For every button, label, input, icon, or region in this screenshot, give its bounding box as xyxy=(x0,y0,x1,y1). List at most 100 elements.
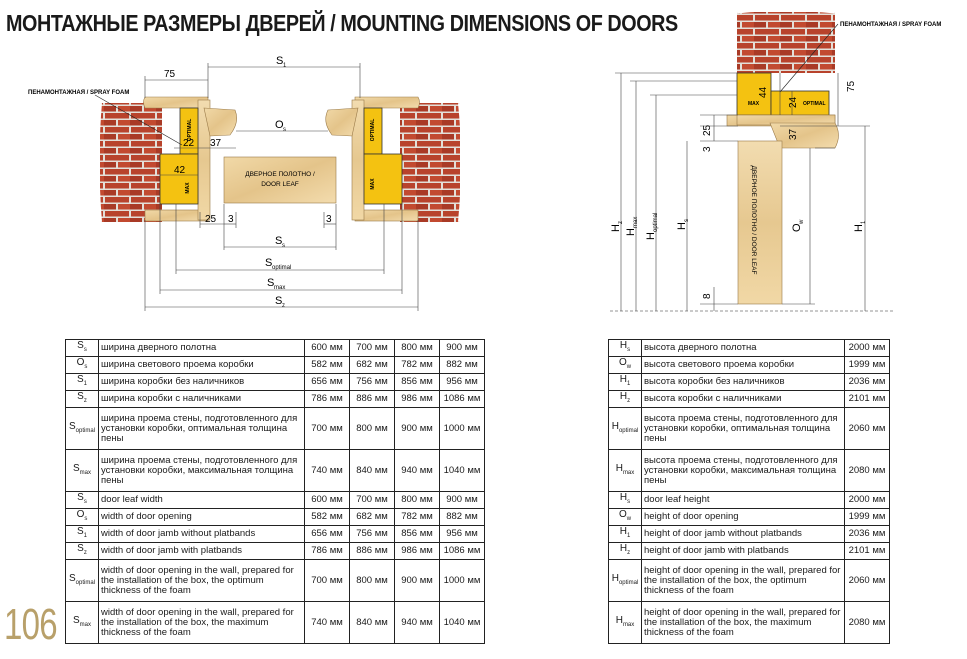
symbol-cell: Ow xyxy=(608,508,642,526)
description-cell: height of door opening in the wall, prep… xyxy=(641,559,845,602)
svg-text:OPTIMAL: OPTIMAL xyxy=(803,101,826,107)
svg-text:MAX: MAX xyxy=(748,101,760,107)
value-cell: 986 мм xyxy=(394,390,440,408)
svg-text:ДВЕРНОЕ ПОЛОТНО /: ДВЕРНОЕ ПОЛОТНО / xyxy=(245,171,315,178)
value-cell: 2101 мм xyxy=(844,542,890,560)
symbol-cell: S1 xyxy=(65,525,99,543)
value-cell: 900 мм xyxy=(394,559,440,602)
svg-text:37: 37 xyxy=(210,138,222,149)
description-cell: ширина проема стены, подготовленного для… xyxy=(98,449,305,492)
value-cell: 886 мм xyxy=(349,542,395,560)
svg-text:z: z xyxy=(618,221,624,224)
description-cell: ширина проема стены, подготовленного для… xyxy=(98,407,305,450)
value-cell: 2036 мм xyxy=(844,525,890,543)
svg-text:25: 25 xyxy=(702,124,713,136)
description-cell: height of door opening in the wall, prep… xyxy=(641,601,845,644)
value-cell: 2000 мм xyxy=(844,339,890,357)
value-cell: 856 мм xyxy=(394,373,440,391)
value-cell: 1040 мм xyxy=(439,449,485,492)
svg-text:3: 3 xyxy=(702,146,713,152)
svg-text:optimal: optimal xyxy=(272,265,291,271)
left-foam-max xyxy=(159,153,199,205)
description-cell: width of door jamb with platbands xyxy=(98,542,305,560)
symbol-cell: Os xyxy=(65,356,99,374)
value-cell: 2101 мм xyxy=(844,390,890,408)
svg-text:3: 3 xyxy=(326,214,332,225)
value-cell: 700 мм xyxy=(349,339,395,357)
symbol-cell: Hz xyxy=(608,390,642,408)
svg-text:22: 22 xyxy=(183,138,195,149)
value-cell: 682 мм xyxy=(349,508,395,526)
value-cell: 700 мм xyxy=(304,407,350,450)
value-cell: 900 мм xyxy=(439,491,485,509)
svg-text:H: H xyxy=(610,224,622,232)
symbol-cell: Sz xyxy=(65,542,99,560)
symbol-cell: Os xyxy=(65,508,99,526)
svg-text:O: O xyxy=(275,119,284,131)
door-leaf-vertical xyxy=(737,140,783,305)
value-cell: 2060 мм xyxy=(844,559,890,602)
description-cell: высота проема стены, подготовленного для… xyxy=(641,449,845,492)
spray-foam-label-left: ПЕНАМОНТАЖНАЯ / SPRAY FOAM xyxy=(28,90,129,96)
right-foam-max xyxy=(363,153,403,205)
svg-text:1: 1 xyxy=(283,63,287,69)
description-cell: door leaf height xyxy=(641,491,845,509)
symbol-cell: Hmax xyxy=(608,601,642,644)
value-cell: 1000 мм xyxy=(439,559,485,602)
symbol-cell: Hs xyxy=(608,491,642,509)
value-cell: 682 мм xyxy=(349,356,395,374)
top-foam-optimal xyxy=(770,90,830,116)
svg-text:ДВЕРНОЕ ПОЛОТНО / DOOR LEAF: ДВЕРНОЕ ПОЛОТНО / DOOR LEAF xyxy=(750,166,757,275)
value-cell: 582 мм xyxy=(304,508,350,526)
description-cell: width of door opening xyxy=(98,508,305,526)
value-cell: 2000 мм xyxy=(844,491,890,509)
svg-text:24: 24 xyxy=(788,96,799,108)
symbol-cell: Soptimal xyxy=(65,407,99,450)
value-cell: 986 мм xyxy=(394,542,440,560)
value-cell: 782 мм xyxy=(394,356,440,374)
symbol-cell: Hmax xyxy=(608,449,642,492)
right-platband-bottom xyxy=(354,209,419,222)
value-cell: 2036 мм xyxy=(844,373,890,391)
value-cell: 800 мм xyxy=(394,491,440,509)
description-cell: width of door opening in the wall, prepa… xyxy=(98,559,305,602)
svg-text:H: H xyxy=(853,224,865,232)
description-cell: высота коробки с наличниками xyxy=(641,390,845,408)
description-cell: высота светового проема коробки xyxy=(641,356,845,374)
svg-text:s: s xyxy=(283,127,286,133)
symbol-cell: H1 xyxy=(608,525,642,543)
svg-text:OPTIMAL: OPTIMAL xyxy=(370,119,376,142)
value-cell: 740 мм xyxy=(304,449,350,492)
svg-text:S: S xyxy=(275,295,282,307)
svg-text:S: S xyxy=(267,277,274,289)
svg-text:H: H xyxy=(645,232,657,240)
symbol-cell: Hs xyxy=(608,339,642,357)
value-cell: 940 мм xyxy=(394,449,440,492)
svg-text:O: O xyxy=(791,223,803,232)
value-cell: 840 мм xyxy=(349,449,395,492)
svg-text:42: 42 xyxy=(174,165,186,176)
description-cell: ширина коробки без наличников xyxy=(98,373,305,391)
value-cell: 1040 мм xyxy=(439,601,485,644)
value-cell: 2060 мм xyxy=(844,407,890,450)
description-cell: height of door jamb with platbands xyxy=(641,542,845,560)
svg-text:s: s xyxy=(282,243,285,249)
value-cell: 882 мм xyxy=(439,508,485,526)
value-cell: 956 мм xyxy=(439,373,485,391)
